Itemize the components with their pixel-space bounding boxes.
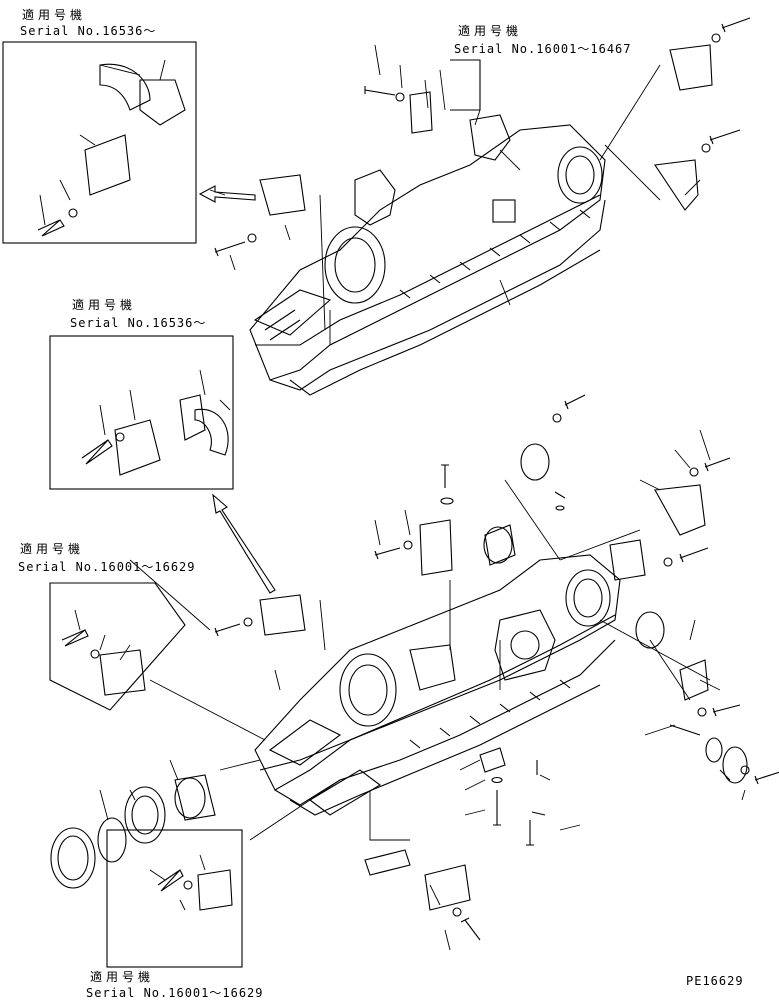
seal-rings [50, 443, 748, 889]
drawing-code: PE16629 [686, 974, 744, 988]
leader-lines [39, 44, 746, 951]
callout-box-bottom [106, 829, 243, 968]
arrow-to-top-callout [198, 185, 256, 203]
callout-lower-left-jp: 適用号機 [20, 542, 85, 556]
callout-top-center-serial: Serial No.16001～16467 [454, 42, 632, 56]
covers-and-plates [259, 44, 713, 911]
lower-track-frame [254, 554, 621, 816]
callout-lower-left-serial: Serial No.16001～16629 [18, 560, 196, 574]
arrow-to-mid-callout [212, 493, 276, 594]
callout-bottom-jp: 適用号機 [90, 970, 155, 984]
callout-box-mid-left [49, 335, 234, 490]
bottom-callout-parts [157, 869, 233, 911]
mid-left-callout-parts [81, 394, 229, 476]
callout-mid-left-serial: Serial No.16536～ [70, 316, 207, 330]
callout-mid-left-jp: 適用号機 [72, 298, 137, 312]
top-left-callout-parts [37, 63, 186, 237]
callout-top-left-serial: Serial No.16536～ [20, 24, 157, 38]
callout-box-lower-left [49, 582, 186, 711]
upper-track-frame [249, 114, 606, 396]
callout-top-center-jp: 適用号機 [458, 24, 523, 38]
bolts-and-washers [214, 17, 779, 941]
callout-bottom-serial: Serial No.16001～16629 [86, 986, 264, 1000]
callout-box-top-left [2, 41, 197, 244]
callout-top-left-jp: 適用号機 [22, 8, 87, 22]
lower-left-callout-parts [61, 629, 146, 696]
